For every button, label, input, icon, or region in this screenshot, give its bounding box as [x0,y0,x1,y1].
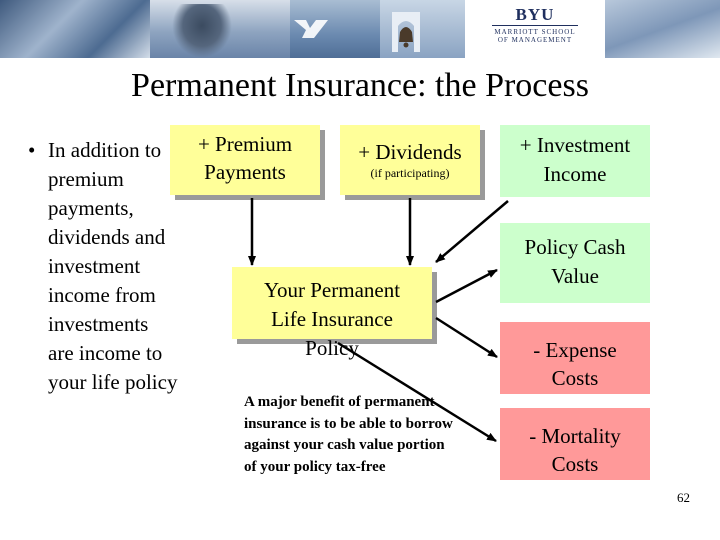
permanent-policy-box: Your Permanent Life Insurance Policy [232,267,432,360]
dividends-note: (if participating) [370,166,450,180]
dividends-label: + Dividends [358,140,462,164]
page-number: 62 [677,490,690,505]
banner-image-statue [150,0,290,58]
expense-label-line1: - Expense [533,338,617,362]
policy-cash-value-box: Policy Cash Value [500,223,650,303]
statue-image [172,4,232,58]
mortality-label-line1: - Mortality [529,424,621,448]
arrow-policy-to-expense [435,316,498,359]
benefit-note: A major benefit of permanent insurance i… [244,394,453,475]
banner-image-bell-tower [380,0,465,58]
mortality-label-line2: Costs [551,452,599,476]
dividends-box: + Dividends (if participating) [340,125,480,195]
bell-icon [392,12,420,52]
banner-image-architecture [0,0,150,58]
arrow-policy-to-cash-value [435,268,498,304]
investment-income-box: + Investment Income [500,125,650,197]
bullet-text: In addition to premium payments, dividen… [48,138,178,394]
logo-sub-text-1: MARRIOTT SCHOOL [494,28,576,36]
expense-costs-box: - Expense Costs [500,322,650,394]
bullet-point: • In addition to premium payments, divid… [28,136,178,397]
policy-label-line2: Life Insurance [271,307,393,331]
logo-main-text: BYU [515,5,555,24]
banner-logo-panel: BYU MARRIOTT SCHOOL OF MANAGEMENT [465,0,605,58]
slide-title: Permanent Insurance: the Process [131,67,589,104]
mortality-costs-box: - Mortality Costs [500,408,650,480]
investment-label-line2: Income [543,162,607,186]
y-mountain-icon [294,20,328,38]
premium-label-line1: + Premium [197,132,293,156]
premium-payments-box: + Premium Payments [170,125,320,195]
banner-image-building [605,0,720,58]
policy-label-line1: Your Permanent [263,278,401,302]
expense-label-line2: Costs [551,366,599,390]
logo-sub-text-2: OF MANAGEMENT [497,36,573,44]
policy-cash-label-line2: Value [551,264,599,288]
investment-label-line1: + Investment [519,133,631,157]
policy-label-line3: Policy [305,336,359,360]
premium-label-line2: Payments [204,160,286,184]
logo-rule [492,25,578,26]
banner-image-mountains [290,0,380,58]
header-banner: BYU MARRIOTT SCHOOL OF MANAGEMENT [0,0,720,58]
byu-marriott-logo: BYU MARRIOTT SCHOOL OF MANAGEMENT [478,6,592,52]
arrow-investment-to-policy [435,200,509,263]
policy-cash-label-line1: Policy Cash [524,235,626,259]
bullet-symbol: • [28,138,36,162]
